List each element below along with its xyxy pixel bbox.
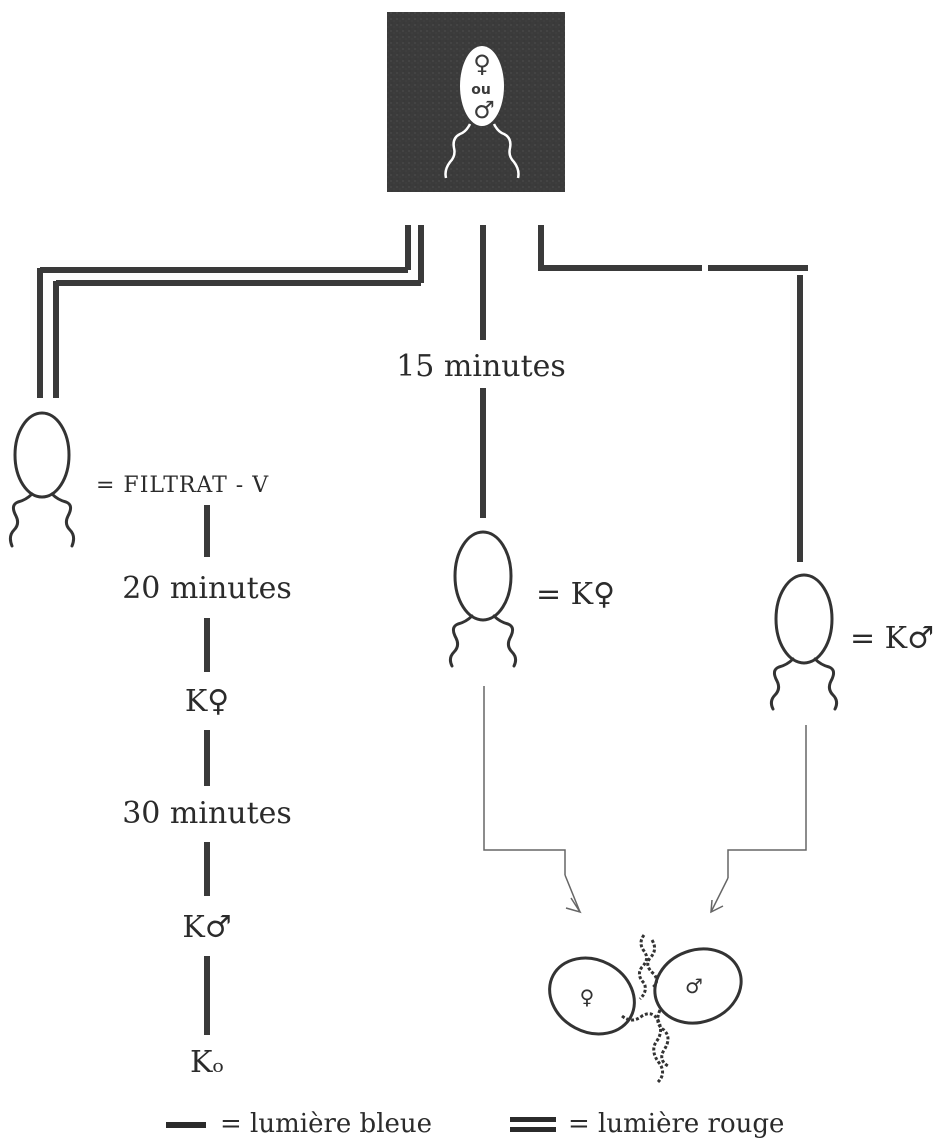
top-female-symbol: ♀ [473, 50, 491, 78]
legend-double-line-label: = lumière rouge [568, 1109, 784, 1139]
left-branch-double-line [40, 225, 421, 398]
middle-time-label: 15 minutes [396, 349, 566, 384]
filtrat-label: = FILTRAT - V [96, 473, 269, 498]
middle-cell [450, 532, 515, 666]
mating-male-symbol: ♂ [685, 974, 703, 998]
left-cell [10, 413, 73, 546]
right-branch-line [538, 225, 808, 562]
left-result3: Kₒ [190, 1045, 224, 1080]
legend-double-line-swatch-top [510, 1117, 556, 1122]
middle-result: = K♀ [536, 577, 615, 612]
left-result1: K♀ [185, 684, 229, 719]
mating-pair: ♀ ♂ [536, 935, 751, 1082]
right-cell [771, 575, 836, 709]
legend-single-line-label: = lumière bleue [220, 1109, 432, 1139]
legend: = lumière bleue = lumière rouge [166, 1109, 784, 1139]
mating-arrows [484, 686, 806, 912]
top-box: ♀ ou ♂ [387, 12, 565, 192]
left-result2: K♂ [182, 910, 231, 945]
legend-single-line-swatch [166, 1122, 206, 1128]
left-step2-time: 30 minutes [122, 796, 292, 831]
legend-double-line-swatch-bottom [510, 1127, 556, 1132]
top-male-symbol: ♂ [473, 96, 495, 124]
right-result: = K♂ [850, 621, 934, 656]
left-step1-time: 20 minutes [122, 571, 292, 606]
mating-female-symbol: ♀ [580, 985, 595, 1009]
